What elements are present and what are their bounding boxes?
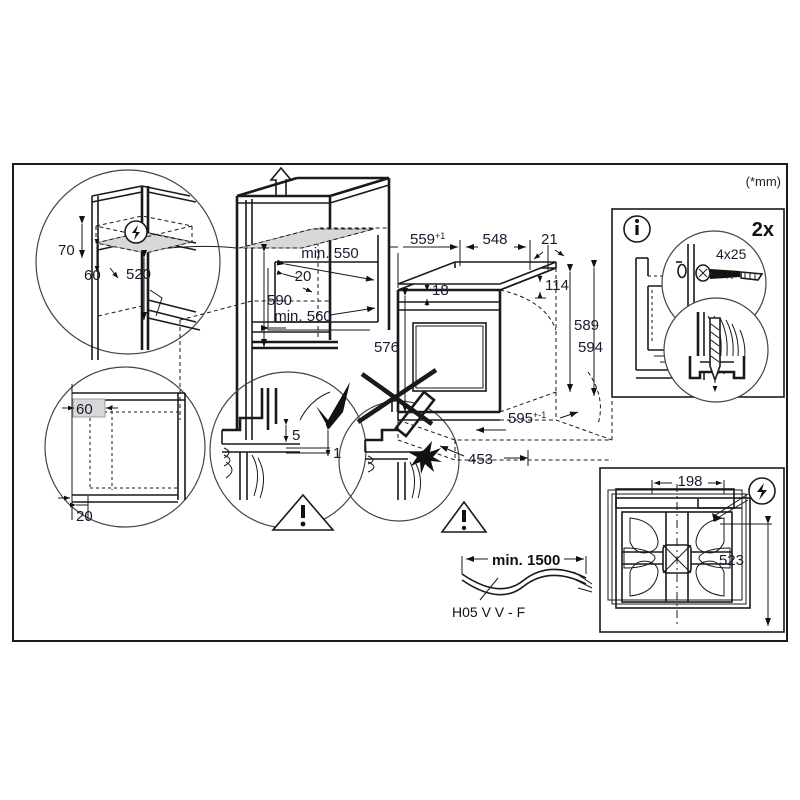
dim-line-20c-a bbox=[276, 270, 299, 279]
dim-label-1: 1 bbox=[333, 445, 341, 462]
diagram-frame bbox=[12, 163, 788, 642]
unit-note: (*mm) bbox=[746, 174, 781, 189]
rear-fan-panel: 198 523 bbox=[599, 467, 785, 633]
dim-label-198: 198 bbox=[677, 473, 702, 490]
check-mark-icon bbox=[316, 382, 350, 429]
dim-label-520: 520 bbox=[126, 266, 151, 283]
dim-line-20c-b bbox=[302, 287, 313, 293]
dim-line-min560-b bbox=[329, 306, 376, 316]
detail-circle-top-left bbox=[35, 169, 221, 355]
dim-label-523: 523 bbox=[719, 552, 744, 569]
dim-label-min560: min. 560 bbox=[274, 308, 332, 325]
dim-label-min550: min. 550 bbox=[301, 245, 359, 262]
dim-label-595: 595+-1 bbox=[508, 410, 546, 427]
warning-triangle-icon bbox=[271, 493, 335, 531]
niche-depth-detail: 60 20 bbox=[44, 366, 206, 528]
power-cable-spec: min. 1500 H05 V V - F bbox=[440, 500, 593, 620]
dim-line-60-lead bbox=[109, 267, 119, 279]
dim-line-595-b bbox=[559, 411, 579, 419]
dim-label-70: 70 bbox=[58, 242, 75, 259]
dim-label-60: 60 bbox=[84, 267, 101, 284]
dim-line-453-a bbox=[439, 445, 465, 457]
warning-triangle-icon-cable bbox=[440, 500, 488, 533]
oven-dimension-view: 559+1 548 21 18 114 589 594 576 bbox=[374, 231, 613, 468]
screw-spec-label: 4x25 bbox=[716, 246, 747, 262]
dim-label-548: 548 bbox=[482, 231, 507, 248]
info-icon bbox=[623, 215, 651, 243]
cabinet-niche-view: 590 min. 550 20 min. 560 bbox=[179, 166, 391, 440]
oven-door-glass bbox=[412, 322, 487, 392]
dim-label-20b: 20 bbox=[76, 508, 93, 525]
niche-top-socket-detail: 70 60 520 bbox=[35, 169, 237, 360]
dim-label-18: 18 bbox=[432, 282, 449, 299]
screw-quantity-label: 2x bbox=[752, 219, 774, 241]
dim-label-453: 453 bbox=[468, 451, 493, 468]
dim-line-21-b bbox=[533, 251, 544, 260]
dim-label-114: 114 bbox=[545, 277, 569, 294]
dim-label-576: 576 bbox=[374, 339, 399, 356]
rear-panel-frame bbox=[599, 467, 785, 633]
dim-label-20c: 20 bbox=[295, 268, 312, 285]
dim-label-589: 589 bbox=[574, 317, 599, 334]
fixing-screw-panel: 2x 4x25 bbox=[611, 208, 785, 403]
shelf-support-correct-detail: 5 1 bbox=[209, 371, 367, 531]
dim-label-60b: 60 bbox=[76, 401, 93, 418]
dim-line-min550 bbox=[276, 259, 375, 282]
cable-curve bbox=[461, 568, 587, 590]
lightning-bolt-icon bbox=[124, 220, 148, 244]
cable-type-label: H05 V V - F bbox=[452, 604, 525, 620]
detail-circle-bottom-left bbox=[44, 366, 206, 528]
dim-label-21: 21 bbox=[541, 231, 558, 248]
cable-length-label: min. 1500 bbox=[492, 552, 560, 569]
impact-burst-icon bbox=[408, 441, 442, 474]
dim-label-559: 559+1 bbox=[410, 231, 445, 248]
dim-label-5: 5 bbox=[292, 427, 300, 444]
dim-label-590: 590 bbox=[267, 292, 292, 309]
dim-label-594: 594 bbox=[578, 339, 603, 356]
lightning-bolt-icon-rear bbox=[712, 477, 776, 522]
screw-icon bbox=[695, 264, 764, 282]
dim-line-21-a bbox=[554, 249, 565, 257]
